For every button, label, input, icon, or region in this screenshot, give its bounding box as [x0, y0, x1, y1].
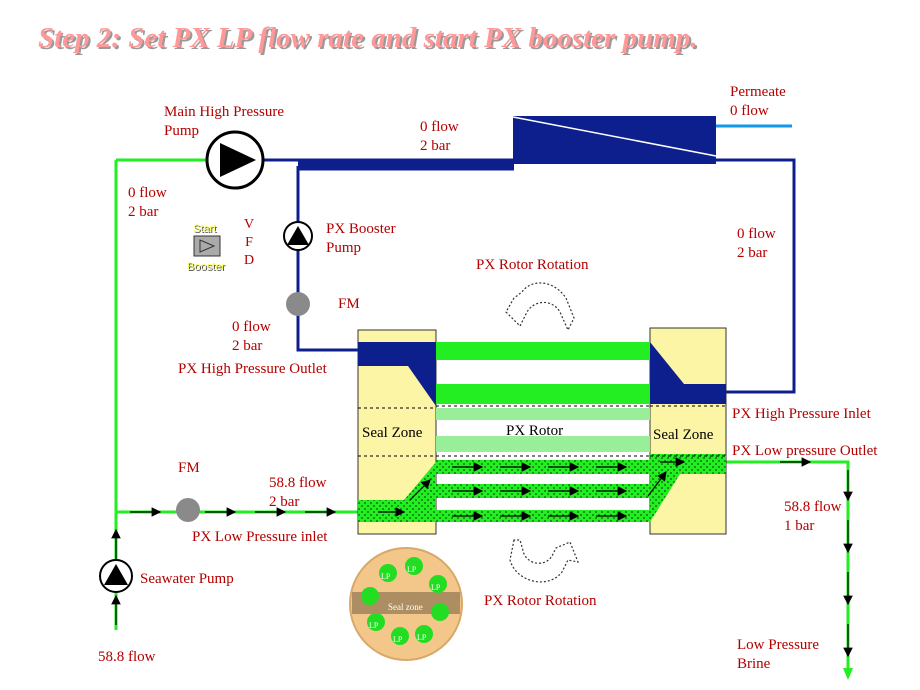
seal-zone-right-label: Seal Zone [653, 427, 714, 443]
rotor-rotation-bottom-label: PX Rotor Rotation [484, 593, 597, 609]
lp-port-label: LP [431, 583, 441, 592]
lp-port-label: LP [393, 635, 403, 644]
left-seal-block [357, 329, 437, 535]
page-title: Step 2: Set PX LP flow rate and start PX… [38, 22, 698, 54]
seal-zone-left-label: Seal Zone [362, 425, 423, 441]
rotor-rotation-top-label: PX Rotor Rotation [476, 257, 589, 273]
brine-arrow-head [843, 668, 853, 680]
rotor-label: PX Rotor [506, 423, 564, 439]
hp-inlet-label: PX High Pressure Inlet [732, 406, 871, 422]
seawater-flow-label: 58.8 flow [98, 649, 156, 665]
seawater-pump-label: Seawater Pump [140, 571, 234, 587]
right-seal-block [649, 327, 727, 535]
rotor-flow-arrows [378, 457, 686, 521]
seal-zone-small-label: Seal zone [388, 602, 423, 612]
start-button-label[interactable]: Start [193, 223, 217, 235]
lp-port-label: LP [407, 565, 417, 574]
flowmeter-top-icon [286, 292, 310, 316]
rotor-end-view [349, 547, 463, 661]
hp-outlet-label: PX High Pressure Outlet [178, 361, 327, 377]
lp-port-label: LP [417, 633, 427, 642]
booster-button-label[interactable]: Booster [187, 261, 225, 273]
booster-pump-icon[interactable] [283, 221, 313, 251]
fm-top-label: FM [338, 296, 360, 312]
rotation-icon-bottom [509, 539, 579, 583]
brine-arrows [111, 457, 853, 658]
main-pump-icon[interactable] [205, 130, 265, 190]
seawater-pump-icon[interactable] [99, 559, 133, 593]
rotor-channels [436, 342, 650, 522]
start-booster-button[interactable] [193, 235, 221, 257]
rotation-icon-top [505, 282, 575, 332]
lp-port-label: LP [381, 572, 391, 581]
lp-outlet-label: PX Low pressure Outlet [732, 443, 878, 459]
flowmeter-bottom-icon [176, 498, 200, 522]
fm-bottom-label: FM [178, 460, 200, 476]
membrane [512, 116, 717, 164]
lp-port-label: LP [369, 621, 379, 630]
lp-inlet-label: PX Low Pressure inlet [192, 529, 328, 545]
